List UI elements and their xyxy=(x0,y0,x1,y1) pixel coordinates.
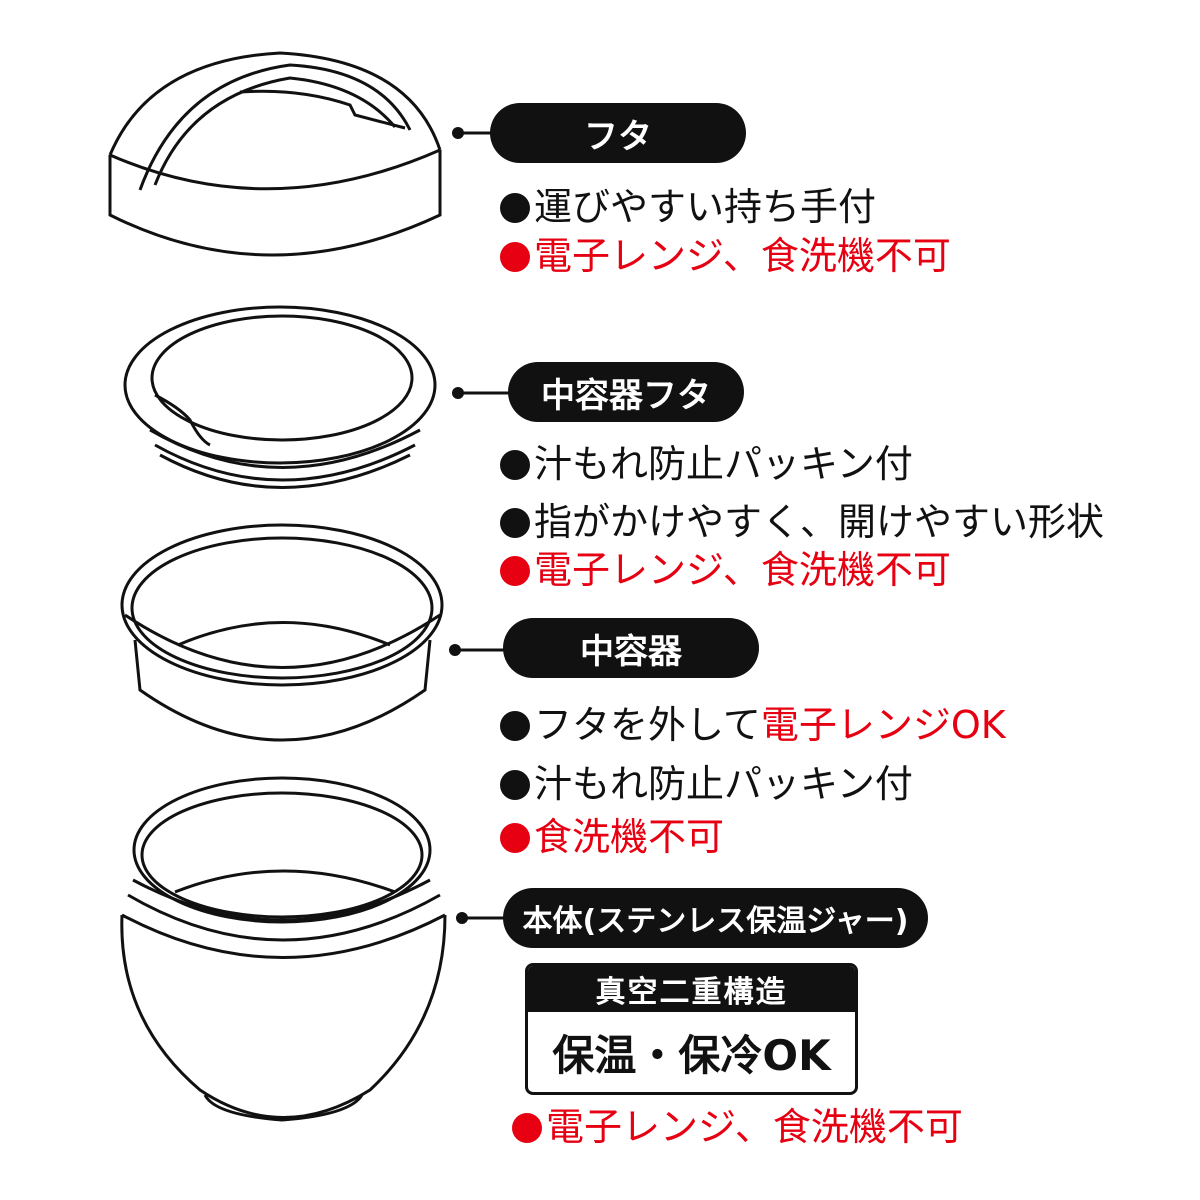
part-label-inner-container: 中容器 xyxy=(503,618,759,678)
inner-lid-note-gasket: 汁もれ防止パッキン付 xyxy=(500,442,913,486)
part-label-inner-lid: 中容器フタ xyxy=(508,362,744,422)
bullet-black-icon xyxy=(500,770,530,800)
part-label-lid: フタ xyxy=(490,103,746,163)
bullet-red-icon xyxy=(500,823,530,853)
inner-container-drawing xyxy=(120,523,444,742)
spec-box: 真空二重構造 保温・保冷OK xyxy=(525,963,858,1095)
spec-box-body: 保温・保冷OK xyxy=(552,1030,831,1080)
bullet-red-icon xyxy=(500,242,530,272)
bullet-black-icon xyxy=(500,193,530,223)
inner-lid-note-shape: 指がかけやすく、開けやすい形状 xyxy=(500,500,1104,544)
inner-container-note-microwave: フタを外して電子レンジOK xyxy=(500,703,1006,747)
lid-note-warning: 電子レンジ、食洗機不可 xyxy=(500,234,951,278)
lid-note-handle: 運びやすい持ち手付 xyxy=(500,185,876,229)
inner-container-note-warning: 食洗機不可 xyxy=(500,815,724,859)
inner-lid-note-warning: 電子レンジ、食洗機不可 xyxy=(500,548,951,592)
bullet-black-icon xyxy=(500,508,530,538)
bullet-red-icon xyxy=(500,556,530,586)
body-note-warning: 電子レンジ、食洗機不可 xyxy=(512,1105,963,1149)
bullet-red-icon xyxy=(512,1113,542,1143)
body-drawing xyxy=(120,776,447,1122)
spec-box-header: 真空二重構造 xyxy=(528,966,855,1012)
bullet-black-icon xyxy=(500,450,530,480)
lid-drawing xyxy=(108,51,442,257)
part-label-body: 本体(ステンレス保温ジャー) xyxy=(503,888,928,948)
inner-lid-drawing xyxy=(123,305,437,489)
bullet-black-icon xyxy=(500,711,530,741)
inner-container-note-gasket: 汁もれ防止パッキン付 xyxy=(500,762,913,806)
